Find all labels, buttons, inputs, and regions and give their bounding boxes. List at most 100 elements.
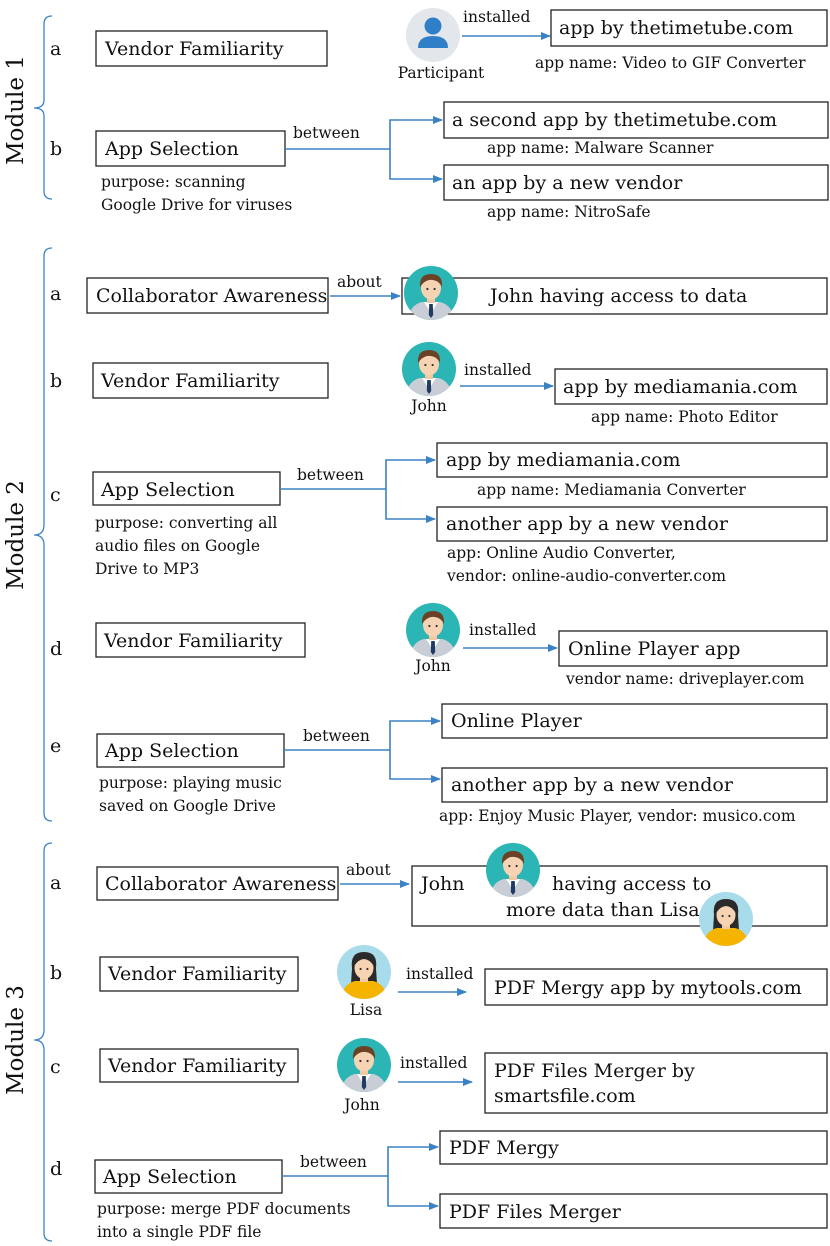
vendor-familiarity-box bbox=[95, 30, 328, 67]
module-2-label: Module 2 bbox=[3, 480, 29, 590]
target-text: Online Player app bbox=[568, 638, 740, 660]
actor-label: John bbox=[413, 657, 451, 675]
target-text: PDF Mergy app by mytools.com bbox=[494, 977, 802, 999]
target-text: another app by a new vendor bbox=[451, 774, 734, 796]
arrow bbox=[385, 456, 436, 489]
target-box bbox=[554, 368, 828, 405]
verb-label: installed bbox=[400, 1054, 467, 1072]
row-letter: a bbox=[50, 872, 61, 894]
target-text: app by mediamania.com bbox=[446, 449, 681, 471]
app-selection-box bbox=[95, 130, 286, 167]
target-box bbox=[441, 767, 828, 803]
target-box bbox=[439, 1193, 828, 1229]
purpose-line: purpose: merge PDF documents bbox=[97, 1200, 351, 1218]
target-note: app name: Video to GIF Converter bbox=[535, 54, 806, 72]
verb-label: between bbox=[297, 466, 364, 484]
purpose-line: purpose: scanning bbox=[101, 173, 246, 191]
arrow bbox=[389, 116, 443, 149]
vendor-familiarity-box bbox=[99, 1048, 299, 1083]
app-selection-box bbox=[96, 733, 285, 768]
collaborator-awareness-box bbox=[96, 866, 339, 901]
target-note: app name: Photo Editor bbox=[591, 408, 778, 426]
row-letter: c bbox=[50, 1056, 61, 1078]
vendor-familiarity-label: Vendor Familiarity bbox=[100, 370, 280, 392]
target-box bbox=[484, 1052, 828, 1114]
vendor-familiarity-label: Vendor Familiarity bbox=[107, 1055, 287, 1077]
target-box bbox=[401, 277, 828, 315]
lisa-avatar-icon bbox=[699, 892, 753, 949]
target-box bbox=[443, 164, 829, 201]
row-letter: b bbox=[50, 138, 62, 160]
verb-label: about bbox=[346, 861, 391, 879]
verb-label: installed bbox=[406, 965, 473, 983]
arrow bbox=[389, 717, 441, 750]
row-letter: d bbox=[50, 1158, 62, 1180]
arrow bbox=[387, 1176, 439, 1210]
verb-label: installed bbox=[463, 8, 530, 26]
app-selection-label: App Selection bbox=[100, 479, 235, 501]
vendor-familiarity-label: Vendor Familiarity bbox=[104, 38, 284, 60]
target-note: app name: Malware Scanner bbox=[487, 139, 714, 157]
target-note: app name: Mediamania Converter bbox=[477, 481, 746, 499]
john-avatar-icon bbox=[406, 603, 460, 660]
target-box bbox=[484, 968, 828, 1006]
row-letter: c bbox=[50, 484, 61, 506]
target-box bbox=[436, 506, 828, 542]
vendor-familiarity-box bbox=[95, 622, 306, 658]
verb-label: between bbox=[303, 727, 370, 745]
arrow bbox=[387, 1143, 439, 1176]
target-text: smartsfile.com bbox=[494, 1085, 636, 1107]
arrow bbox=[385, 489, 436, 523]
purpose-line: purpose: converting all bbox=[95, 514, 277, 532]
row-letter: b bbox=[50, 962, 62, 984]
vendor-familiarity-box bbox=[92, 362, 329, 399]
actor-label: Participant bbox=[398, 64, 485, 82]
target-box bbox=[436, 442, 828, 478]
actor-label: John bbox=[342, 1096, 380, 1114]
target-note-2: vendor: online-audio-converter.com bbox=[446, 567, 726, 585]
module-1-label: Module 1 bbox=[3, 55, 29, 165]
collaborator-awareness-label: Collaborator Awareness bbox=[105, 873, 336, 895]
verb-label: between bbox=[293, 124, 360, 142]
app-selection-label: App Selection bbox=[104, 138, 239, 160]
arrow bbox=[389, 149, 443, 183]
target-box bbox=[411, 865, 828, 927]
actor-label: John bbox=[409, 397, 447, 415]
target-box bbox=[550, 9, 828, 47]
module-3-label: Module 3 bbox=[3, 985, 29, 1095]
target-text: app by thetimetube.com bbox=[559, 17, 793, 39]
app-selection-box bbox=[94, 1159, 283, 1194]
target-text: a second app by thetimetube.com bbox=[452, 109, 777, 131]
actor-label: Lisa bbox=[350, 1001, 382, 1019]
target-note: app: Online Audio Converter, bbox=[447, 544, 676, 562]
vendor-familiarity-label: Vendor Familiarity bbox=[103, 630, 283, 652]
collaborator-awareness-box bbox=[86, 277, 329, 314]
purpose-line: into a single PDF file bbox=[97, 1223, 261, 1241]
module-2-brace bbox=[33, 247, 53, 822]
purpose-line: Drive to MP3 bbox=[95, 560, 199, 578]
lisa-avatar-icon bbox=[337, 945, 391, 1002]
arrow bbox=[389, 750, 441, 783]
target-text: John having access to data bbox=[488, 285, 747, 307]
john-avatar-icon bbox=[337, 1038, 391, 1095]
row-letter: a bbox=[50, 283, 61, 305]
target-note: app: Enjoy Music Player, vendor: musico.… bbox=[439, 807, 796, 825]
row-letter: e bbox=[50, 735, 61, 757]
target-text: having access to bbox=[552, 873, 711, 895]
module-3-brace bbox=[33, 842, 53, 1242]
purpose-line: audio files on Google bbox=[95, 537, 260, 555]
target-text: PDF Mergy bbox=[449, 1137, 559, 1159]
target-box bbox=[439, 1130, 828, 1165]
app-selection-label: App Selection bbox=[104, 740, 239, 762]
john-avatar-icon bbox=[402, 342, 456, 399]
collaborator-awareness-label: Collaborator Awareness bbox=[96, 285, 327, 307]
purpose-line: saved on Google Drive bbox=[99, 797, 276, 815]
purpose-line: Google Drive for viruses bbox=[101, 196, 292, 214]
app-selection-label: App Selection bbox=[102, 1166, 237, 1188]
verb-label: installed bbox=[464, 361, 531, 379]
target-text: Online Player bbox=[451, 710, 583, 732]
target-text: John bbox=[419, 873, 465, 895]
target-box bbox=[558, 630, 828, 667]
target-box bbox=[441, 703, 828, 739]
